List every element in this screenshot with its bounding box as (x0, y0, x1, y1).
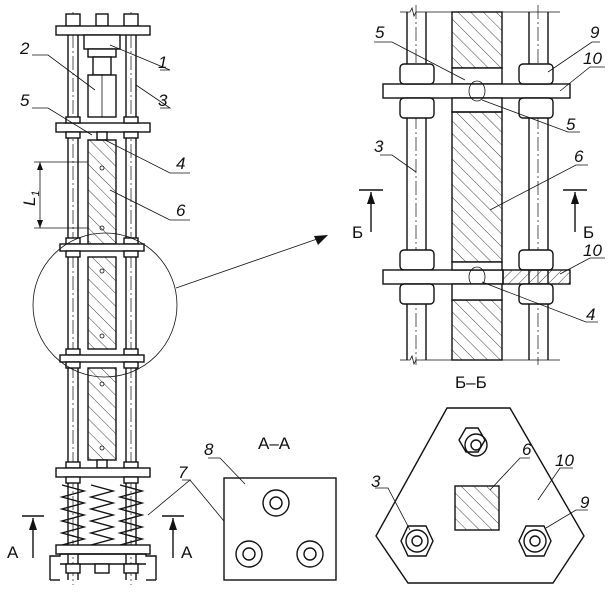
detail-label-9: 9 (590, 23, 600, 42)
main-assembly-view: L1 А А 2 1 3 5 4 6 7 (7, 12, 328, 585)
section-bb-title: Б–Б (455, 373, 487, 392)
detail-label-4: 4 (586, 305, 595, 324)
bb-label-9: 9 (580, 493, 590, 512)
bb-label-3: 3 (371, 472, 381, 491)
label-8: 8 (204, 440, 214, 459)
detail-label-5a: 5 (375, 23, 385, 42)
label-7: 7 (178, 463, 188, 482)
label-6: 6 (176, 201, 186, 220)
section-a-left: А (7, 543, 19, 562)
label-4: 4 (176, 154, 185, 173)
dim-l1-label: L1 (20, 190, 42, 206)
label-3: 3 (158, 91, 168, 110)
label-5: 5 (20, 91, 30, 110)
section-aa-title: А–А (258, 434, 291, 453)
label-1: 1 (158, 53, 167, 72)
detail-view: Б Б 5 9 10 5 3 6 10 4 (352, 5, 605, 366)
detail-label-6: 6 (574, 147, 584, 166)
detail-label-10a: 10 (583, 49, 602, 68)
section-aa-view: А–А 8 (204, 434, 337, 581)
section-b-right: Б (583, 223, 594, 242)
detail-label-5b: 5 (566, 115, 576, 134)
detail-label-10b: 10 (583, 241, 602, 260)
section-a-right: А (181, 543, 193, 562)
detail-label-3: 3 (374, 137, 384, 156)
section-b-left: Б (352, 223, 363, 242)
section-bb-view: Б–Б 6 10 3 9 (371, 373, 590, 584)
bb-label-6: 6 (522, 440, 532, 459)
label-2: 2 (19, 39, 30, 58)
bb-label-10: 10 (555, 451, 574, 470)
